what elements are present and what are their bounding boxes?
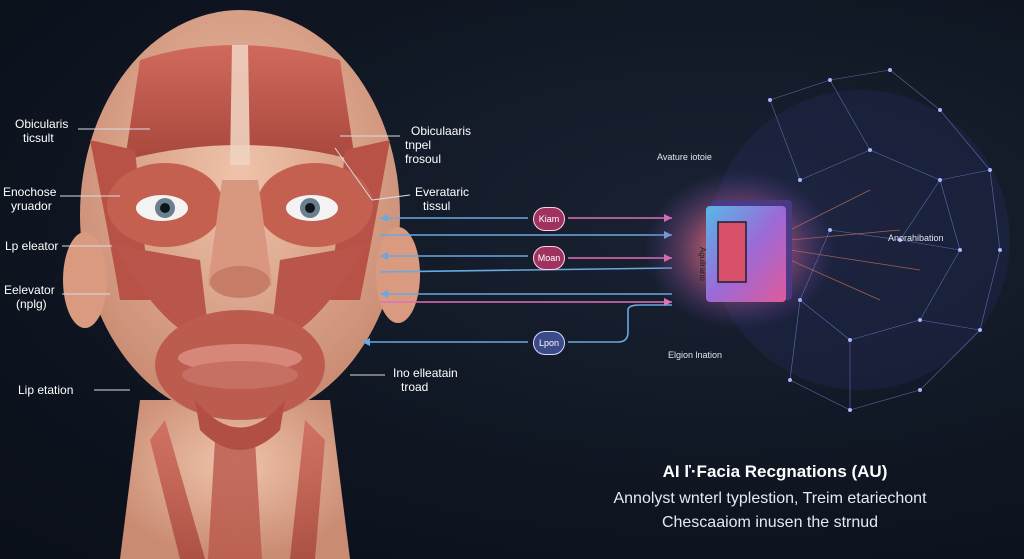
left-label-4: Eelevator (nplg) xyxy=(4,283,55,311)
right-leader-lines xyxy=(334,135,411,376)
processor-right-label: Anorahibation xyxy=(888,233,944,243)
chip-text: Aguilrano xyxy=(698,247,707,281)
processor-top-label: Avature iotoie xyxy=(657,152,712,162)
left-label-2: Enochose yruador xyxy=(3,185,57,213)
left-label-3: Lp eleator xyxy=(5,239,59,253)
right-label-3: Ino elleatain troad xyxy=(393,366,458,394)
footer-line-2: Chescaaiom inusen the strnud xyxy=(661,514,879,531)
left-label-5: Lip etation xyxy=(18,383,74,397)
left-leader-lines xyxy=(60,128,150,391)
right-label-1: Obiculaaris tnpel frosoul xyxy=(405,124,472,166)
right-label-2: Everataric tissul xyxy=(415,185,470,213)
processor-bottom-label: Elgion lnation xyxy=(668,350,723,360)
left-label-1: Obicularis ticsult xyxy=(15,117,69,145)
neck xyxy=(120,400,350,559)
node-moan: Moan xyxy=(533,246,565,270)
head-anatomy xyxy=(63,10,420,450)
processor-chip xyxy=(706,200,792,302)
footer-title: AI ľ·Facia Recgnations (AU) xyxy=(662,462,888,481)
eyes xyxy=(136,195,338,221)
footer-line-1: Annolyst wnterl typlestion, Treim etarie… xyxy=(613,490,927,507)
node-lpon: Lpon xyxy=(533,331,565,355)
connector-arrows xyxy=(362,217,673,343)
node-kiam: Kiam xyxy=(533,207,565,231)
